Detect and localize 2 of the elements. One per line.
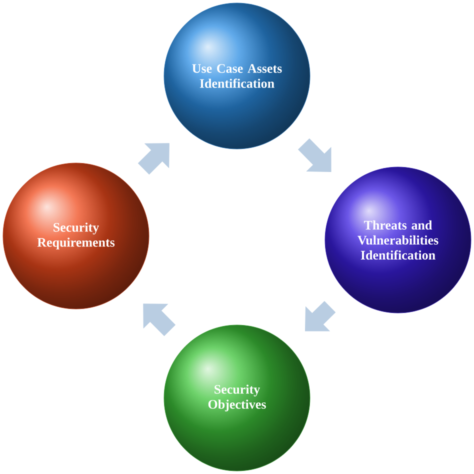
block-arrow: [143, 304, 176, 336]
block-arrow: [138, 143, 170, 175]
